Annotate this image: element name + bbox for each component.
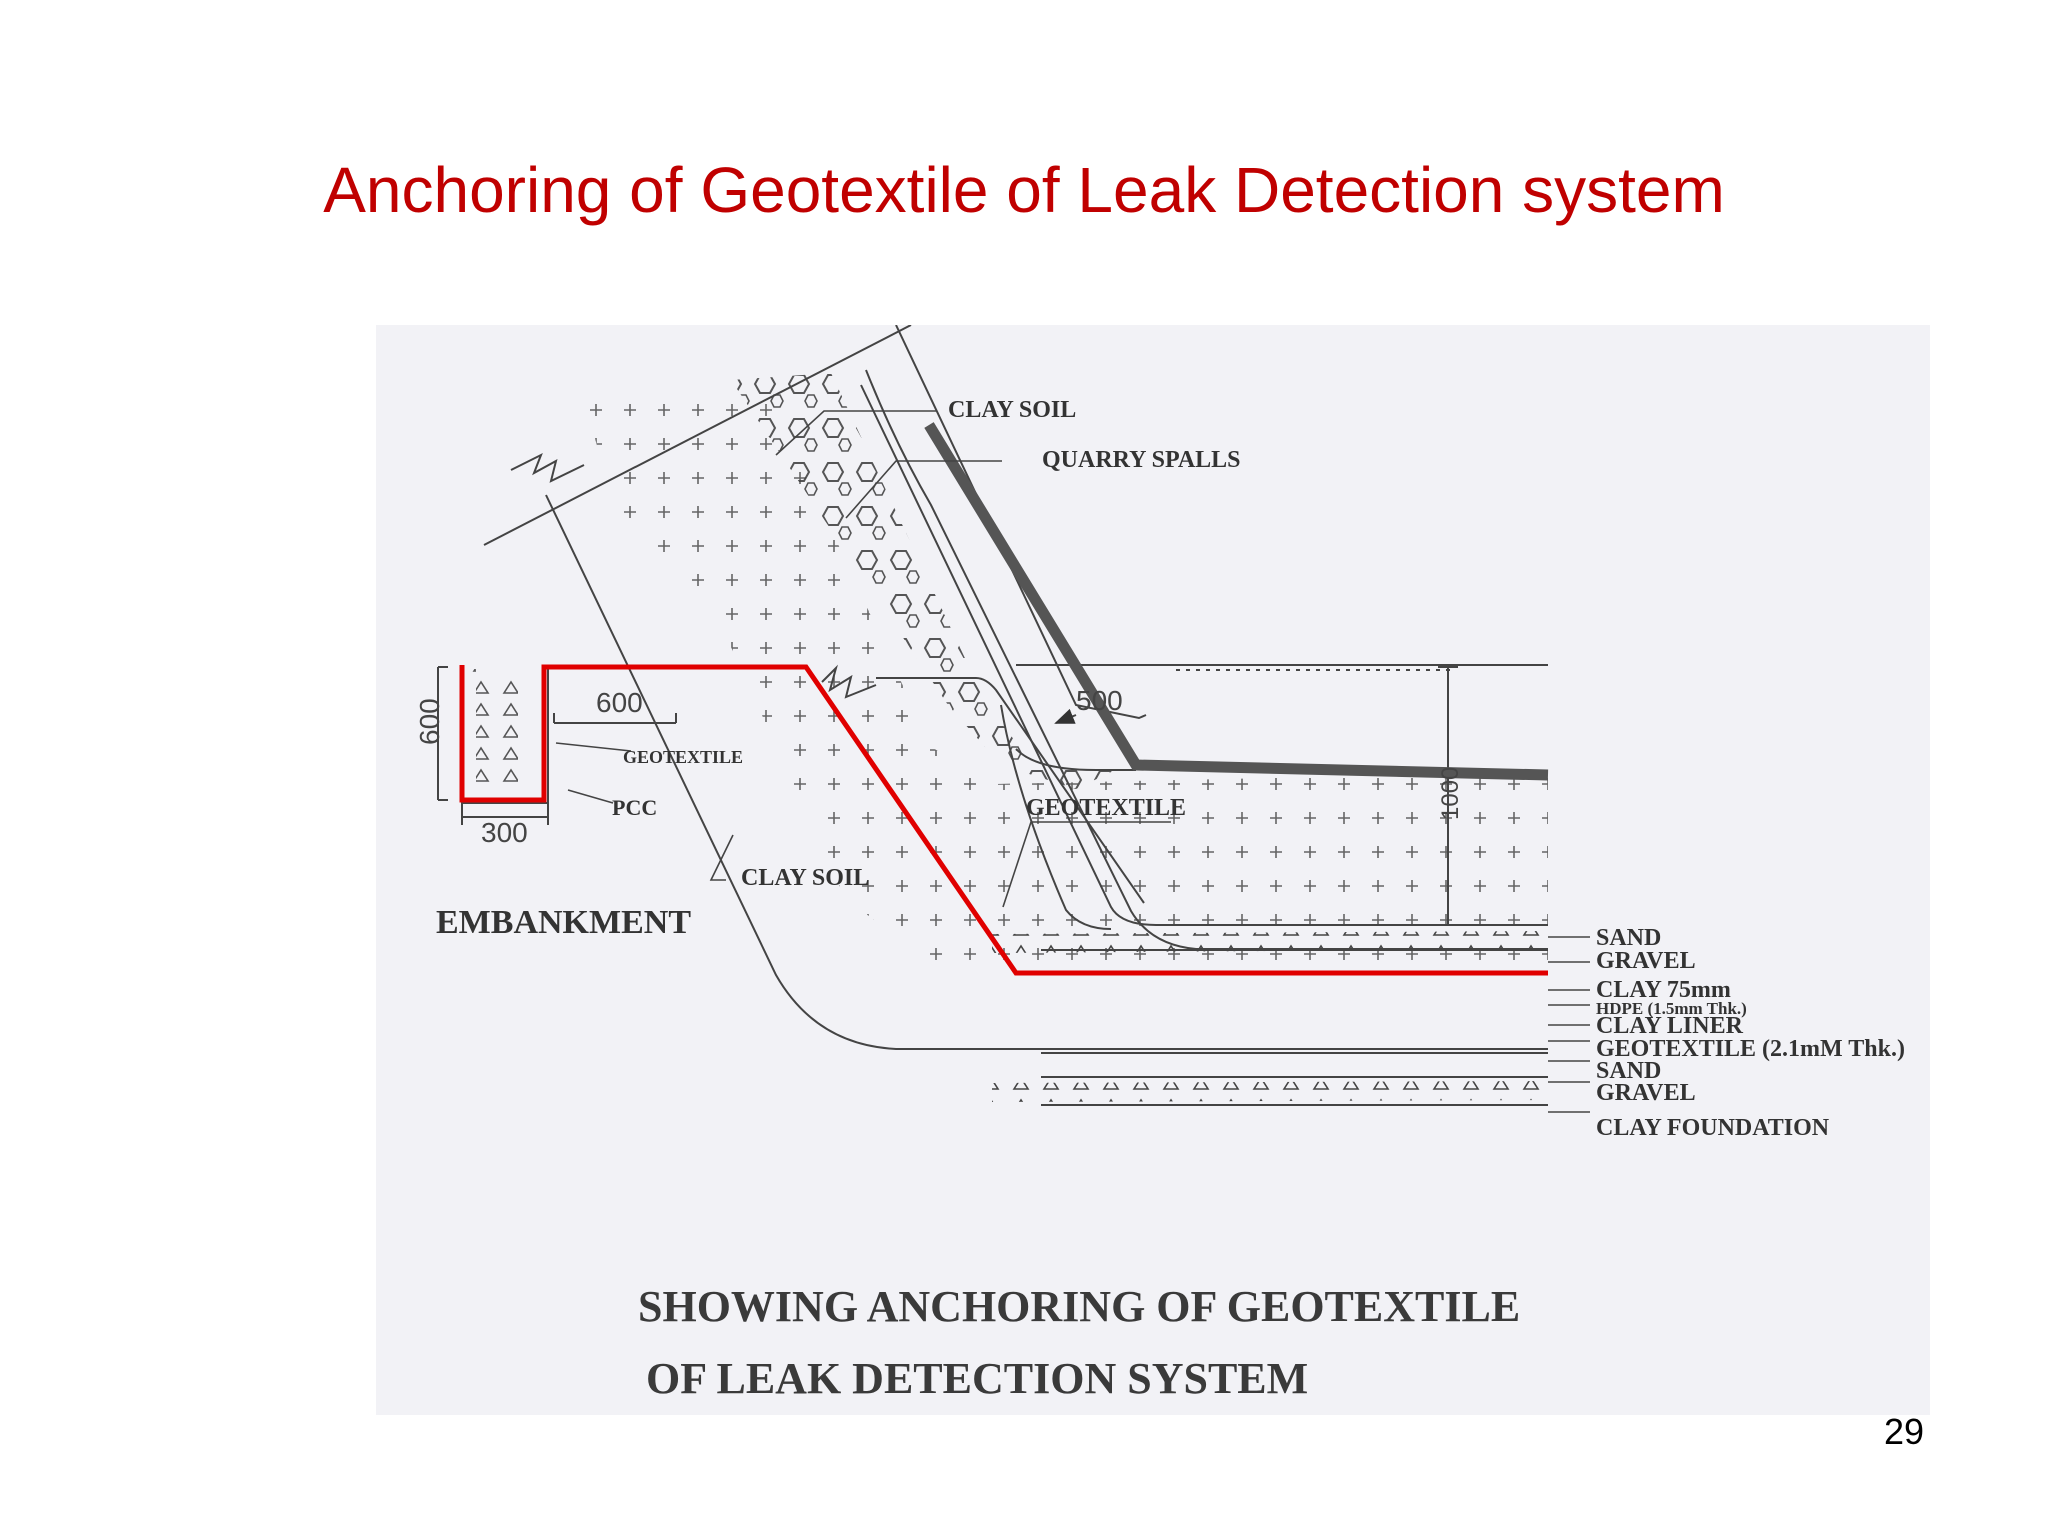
label-clay-soil-top: CLAY SOIL bbox=[948, 397, 1076, 423]
layer-label-clay-foundation: CLAY FOUNDATION bbox=[1596, 1115, 1830, 1141]
trench-depth-dim-line bbox=[437, 666, 448, 801]
layer-label-hdpe: HDPE (1.5mm Thk.) bbox=[1596, 999, 1747, 1018]
dim-height: 1000 bbox=[1437, 767, 1464, 820]
hdpe-liner bbox=[924, 422, 1549, 781]
layer-label-sand: SAND bbox=[1596, 925, 1661, 951]
label-pcc: PCC bbox=[612, 795, 657, 820]
caption-line-2: OF LEAK DETECTION SYSTEM bbox=[646, 1354, 1308, 1403]
leader-quarry-spalls bbox=[845, 460, 1002, 519]
dim-trench-width: 600 bbox=[596, 687, 643, 718]
dimension-labels: 600 600 300 500 1000 bbox=[414, 685, 1464, 848]
break-symbol-top bbox=[510, 452, 585, 483]
gravel-lower-fill bbox=[992, 1081, 1548, 1102]
geotextile-anchor-highlight bbox=[459, 664, 1548, 976]
layer-leader-lines bbox=[1548, 936, 1590, 1113]
page-number: 29 bbox=[1883, 1411, 1924, 1452]
leader-clay-soil-top bbox=[775, 410, 936, 456]
leader-clay-soil-bottom bbox=[709, 834, 734, 881]
label-geotextile-right: GEOTEXTILE bbox=[1026, 795, 1186, 821]
embankment-boundary bbox=[545, 494, 1548, 1050]
label-quarry-spalls: QUARRY SPALLS bbox=[1042, 447, 1241, 473]
dim-trench-depth: 600 bbox=[414, 698, 445, 745]
layer-label-gravel-2: GRAVEL bbox=[1596, 1080, 1696, 1106]
trench-base-dim-line bbox=[461, 800, 549, 825]
pcc-fill bbox=[468, 669, 518, 790]
diagram-caption: SHOWING ANCHORING OF GEOTEXTILE OF LEAK … bbox=[638, 1282, 1520, 1403]
gravel-upper-fill bbox=[992, 931, 1548, 953]
slide-title: Anchoring of Geotextile of Leak Detectio… bbox=[323, 154, 1725, 226]
layer-label-clay-liner: CLAY LINER bbox=[1596, 1013, 1744, 1039]
diagram-labels: CLAY SOIL QUARRY SPALLS GEOTEXTILE PCC G… bbox=[436, 397, 1241, 941]
clay-soil-fill bbox=[584, 387, 1548, 970]
geotextile-top-curve bbox=[1015, 748, 1136, 771]
layer-label-gravel: GRAVEL bbox=[1596, 948, 1696, 974]
trench-width-dim-line bbox=[553, 713, 677, 724]
leader-geotextile-small bbox=[555, 742, 632, 752]
layer-label-clay-75mm: CLAY 75mm bbox=[1596, 977, 1731, 1003]
dim-trench-base: 300 bbox=[481, 817, 528, 848]
ground-line bbox=[483, 325, 912, 546]
dim-slope-offset: 500 bbox=[1076, 685, 1123, 716]
break-symbol-mid bbox=[821, 664, 877, 699]
slope-layer-1 bbox=[865, 369, 1548, 950]
quarry-spalls-fill bbox=[731, 373, 1136, 789]
dimension-lines bbox=[1054, 666, 1458, 926]
caption-line-1: SHOWING ANCHORING OF GEOTEXTILE bbox=[638, 1282, 1520, 1331]
layer-labels: SAND GRAVEL CLAY 75mm HDPE (1.5mm Thk.) … bbox=[1596, 925, 1905, 1141]
label-geotextile-small: GEOTEXTILE bbox=[623, 747, 743, 767]
layer-label-geotextile: GEOTEXTILE (2.1mM Thk.) bbox=[1596, 1036, 1905, 1062]
slope-layer-2 bbox=[860, 384, 1548, 926]
layer-label-sand-2: SAND bbox=[1596, 1058, 1661, 1084]
offset-dim-arrow bbox=[1054, 708, 1077, 724]
leader-lines bbox=[555, 410, 1590, 1113]
trench bbox=[437, 665, 677, 825]
slope-layer-4 bbox=[876, 677, 1145, 904]
layer-fills bbox=[468, 373, 1548, 1102]
height-dim-line bbox=[1438, 666, 1458, 926]
label-embankment: EMBANKMENT bbox=[436, 904, 691, 941]
anchoring-diagram: CLAY SOIL QUARRY SPALLS GEOTEXTILE PCC G… bbox=[376, 325, 1930, 1415]
leader-pcc bbox=[567, 789, 614, 804]
slope-inner-line bbox=[1000, 704, 1112, 930]
leader-geotextile-right bbox=[1002, 821, 1171, 908]
label-clay-soil-bottom: CLAY SOIL bbox=[741, 865, 869, 891]
